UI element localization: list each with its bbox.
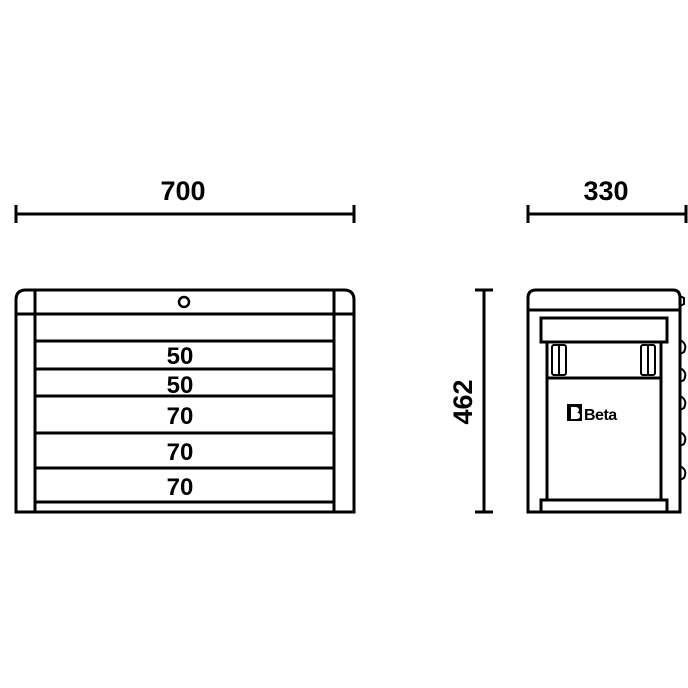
beta-logo-text: Beta (584, 407, 617, 424)
drawer-handle-icon (679, 367, 687, 383)
hinge-icon (679, 295, 685, 307)
side-view: Beta (526, 288, 687, 514)
depth-dimension: 330 (526, 176, 688, 223)
beta-logo: Beta (567, 404, 618, 424)
front-view: 50 50 70 70 70 (14, 288, 356, 514)
drawer-handle-icon (679, 465, 687, 481)
drawer-height-label: 70 (167, 439, 194, 466)
side-base (539, 498, 669, 514)
beta-logo-b-icon (571, 407, 580, 419)
side-tray (539, 316, 669, 344)
front-view-outline (14, 288, 356, 514)
drawer-handle-icon (679, 395, 687, 411)
width-dimension: 700 (14, 176, 356, 223)
drawer-height-label: 70 (167, 403, 194, 430)
side-view-outline (526, 288, 682, 514)
drawer-height-label: 50 (167, 372, 194, 399)
drawer-handle-icon (679, 431, 687, 447)
drawer-height-label: 70 (167, 474, 194, 501)
drawer-handle-icon (679, 339, 687, 355)
depth-dimension-label: 330 (583, 176, 628, 206)
drawer-height-label: 50 (167, 343, 194, 370)
height-dimension-label: 462 (448, 379, 478, 424)
lock-icon (177, 295, 191, 309)
width-dimension-label: 700 (160, 176, 205, 206)
height-dimension: 462 (448, 288, 493, 514)
